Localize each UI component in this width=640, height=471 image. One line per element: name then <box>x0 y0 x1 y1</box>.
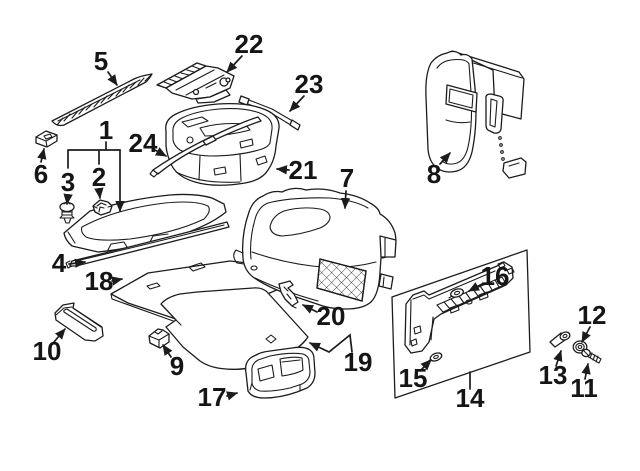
callout-label-11[interactable]: 11 <box>570 373 598 403</box>
part-4-trim-strip-drawing <box>65 221 230 269</box>
callout-labels: 1 2 3 4 5 6 7 8 9 10 11 12 13 14 15 16 1… <box>33 29 607 413</box>
part-20-bracket-drawing <box>278 280 299 309</box>
callout-label-24[interactable]: 24 <box>129 128 158 158</box>
callout-9-arrow <box>162 344 173 358</box>
callout-label-13[interactable]: 13 <box>539 360 568 390</box>
callout-label-3[interactable]: 3 <box>61 167 75 197</box>
callout-label-10[interactable]: 10 <box>33 336 62 366</box>
callout-5-arrow <box>107 71 118 86</box>
callout-label-9[interactable]: 9 <box>170 351 184 381</box>
callout-20-arrow <box>302 304 318 314</box>
part-17-storage-tray-drawing <box>244 346 316 399</box>
part-22-jack-drawing <box>156 62 235 104</box>
callout-label-7[interactable]: 7 <box>340 163 354 193</box>
callout-8-arrow <box>439 152 451 165</box>
part-19-floor-mat-drawing <box>160 287 309 370</box>
callout-6-arrow <box>37 148 47 163</box>
callout-17-arrow <box>226 391 238 401</box>
callout-label-1[interactable]: 1 <box>99 115 113 145</box>
callout-label-8[interactable]: 8 <box>427 159 441 189</box>
callout-label-5[interactable]: 5 <box>94 46 108 76</box>
callout-label-23[interactable]: 23 <box>295 69 324 99</box>
callout-label-15[interactable]: 15 <box>399 363 428 393</box>
callout-label-22[interactable]: 22 <box>235 29 264 59</box>
part-7-quarter-trim-panel-drawing <box>233 187 397 310</box>
part-3-push-clip-drawing <box>59 201 75 224</box>
callout-7-arrow <box>340 190 351 209</box>
callout-11-arrow <box>581 363 591 380</box>
callout-label-2[interactable]: 2 <box>92 162 106 192</box>
callout-3-arrow <box>63 193 73 205</box>
part-9-block-drawing <box>148 328 170 349</box>
part-24-strap-drawing <box>149 116 262 178</box>
callout-4-arrow <box>68 258 86 268</box>
callout-label-18[interactable]: 18 <box>85 266 114 296</box>
part-13-push-pin-drawing <box>549 331 571 348</box>
callout-23-arrow <box>289 95 305 112</box>
callout-10-arrow <box>53 328 66 343</box>
callout-label-12[interactable]: 12 <box>578 300 607 330</box>
callout-15-arrow <box>419 359 432 372</box>
callout-1-bracket <box>67 141 121 169</box>
callout-19-arrow <box>309 333 353 353</box>
callout-label-4[interactable]: 4 <box>52 248 67 278</box>
callout-label-19[interactable]: 19 <box>344 347 373 377</box>
callout-24-arrow <box>152 147 167 157</box>
callout-label-16[interactable]: 16 <box>481 261 510 291</box>
part-10-sill-trim-drawing <box>54 302 104 342</box>
part-6-clip-drawing <box>35 130 58 148</box>
part-5-vent-grille-drawing <box>51 73 153 127</box>
callout-label-17[interactable]: 17 <box>198 382 227 412</box>
leader-lines <box>37 55 591 401</box>
callout-label-14[interactable]: 14 <box>456 383 485 413</box>
part-11-screw-drawing <box>581 348 602 364</box>
callout-12-arrow <box>581 326 591 343</box>
callout-18-arrow <box>111 276 123 286</box>
callout-label-6[interactable]: 6 <box>34 159 48 189</box>
part-2-grommet-clip-drawing <box>92 199 113 216</box>
part-21-tool-box-drawing <box>165 102 280 186</box>
callout-16-arrow <box>468 282 483 292</box>
callout-label-21[interactable]: 21 <box>289 155 318 185</box>
callout-21-arrow <box>276 165 290 175</box>
callout-13-arrow <box>553 350 563 367</box>
callout-label-20[interactable]: 20 <box>317 301 346 331</box>
callout-2-arrow <box>94 187 104 199</box>
callout-22-arrow <box>226 55 243 73</box>
part-16-clip-drawing <box>448 288 464 299</box>
part-8-seat-back-panel-drawing <box>425 50 527 179</box>
